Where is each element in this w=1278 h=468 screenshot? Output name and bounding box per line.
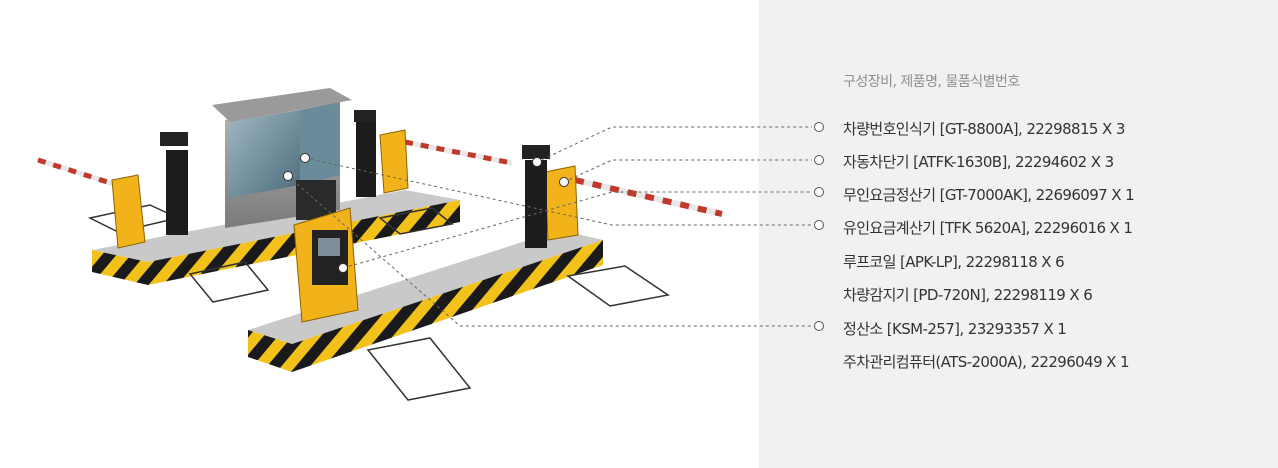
toll-booth [212, 88, 352, 228]
list-markers [814, 122, 824, 331]
item-plate-recognizer: 차량번호인식기 [GT-8800A], 22298815 X 3 [843, 120, 1125, 138]
item-loop-coil: 루프코일 [APK-LP], 22298118 X 6 [843, 253, 1065, 271]
item-vehicle-detector: 차량감지기 [PD-720N], 22298119 X 6 [843, 286, 1093, 304]
list-heading: 구성장비, 제품명, 물품식별번호 [843, 74, 1020, 90]
info-panel [759, 0, 1278, 468]
item-auto-barrier: 자동차단기 [ATFK-1630B], 22294602 X 3 [843, 153, 1114, 171]
item-manned-payment: 유인요금계산기 [TFK 5620A], 22296016 X 1 [843, 219, 1133, 237]
hotspot-markers [283, 153, 569, 273]
item-unmanned-payment: 무인요금정산기 [GT-7000AK], 22696097 X 1 [843, 186, 1135, 204]
payment-kiosk [293, 207, 359, 323]
leader-lines [287, 126, 812, 327]
item-toll-booth: 정산소 [KSM-257], 23293357 X 1 [843, 320, 1067, 338]
front-island [248, 230, 603, 372]
item-management-pc: 주차관리컴퓨터(ATS-2000A), 22296049 X 1 [843, 353, 1130, 371]
plate-recognizers [160, 110, 550, 248]
barrier-gates [111, 129, 579, 249]
barrier-arms [37, 139, 723, 217]
